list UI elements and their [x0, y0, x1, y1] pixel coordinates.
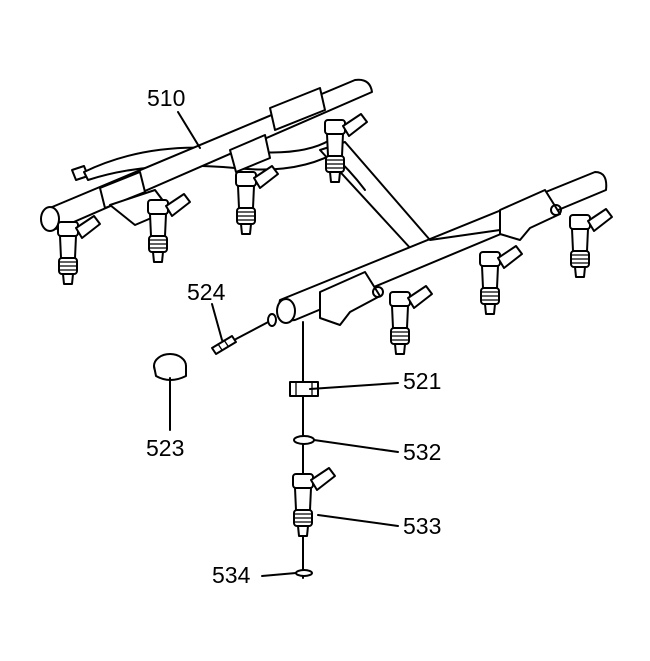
left-fuel-rail: [40, 78, 373, 232]
fuel-pressure-valve: [211, 313, 277, 355]
callout-532: 532: [403, 439, 442, 465]
callout-521: 521: [403, 368, 442, 394]
callout-524: 524: [187, 279, 226, 305]
right-fuel-rail: [276, 171, 608, 326]
callout-523: 523: [146, 435, 185, 461]
leader-lines: [169, 111, 399, 577]
callout-510: 510: [147, 85, 186, 111]
lower-o-ring: [295, 569, 313, 577]
callout-533: 533: [403, 513, 442, 539]
upper-o-ring: [293, 435, 315, 445]
valve-cap: [153, 353, 187, 381]
injector-retainer-clip: [289, 381, 319, 397]
fuel-injector: [292, 467, 336, 537]
callout-534: 534: [212, 562, 251, 588]
